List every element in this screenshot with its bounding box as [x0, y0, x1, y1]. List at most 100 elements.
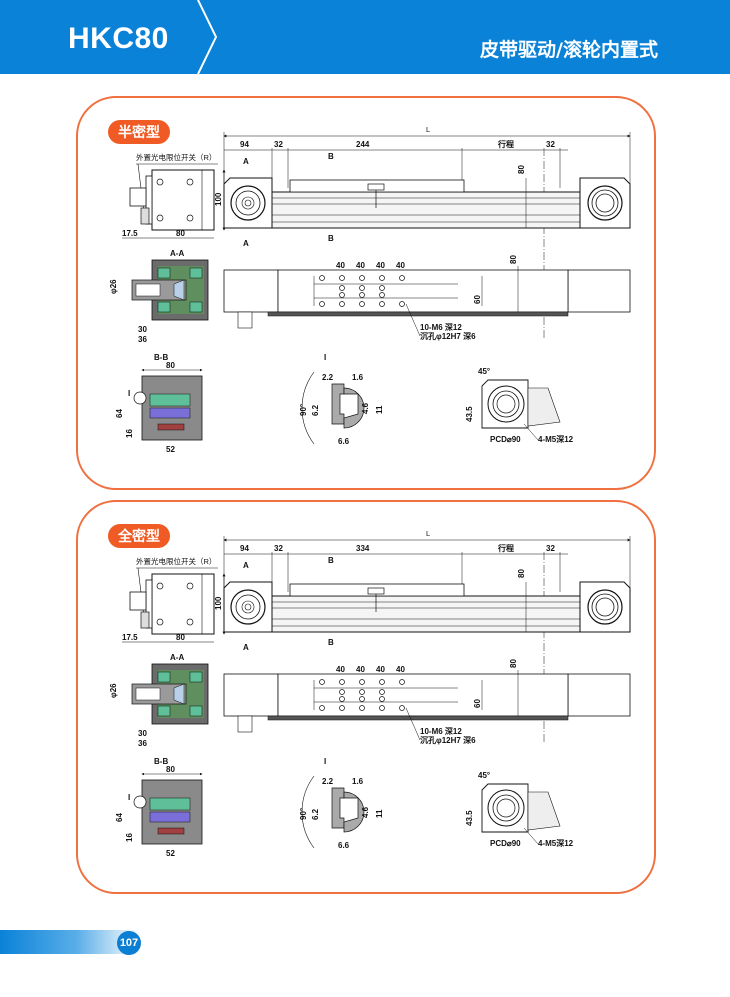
dim-80: 80: [509, 659, 518, 668]
dim-2-2: 2.2: [322, 777, 334, 786]
hole-note-2: 沉孔φ12H7 深6: [420, 331, 476, 341]
dim-height-top: 80: [517, 165, 526, 174]
dim-height: 100: [214, 192, 223, 206]
page-header: HKC80 皮带驱动/滚轮内置式: [0, 0, 730, 74]
dim-1-6: 1.6: [352, 777, 364, 786]
dim-offset: 17.5: [122, 229, 138, 238]
dim-total-length: L: [426, 529, 430, 538]
dim-52: 52: [166, 445, 175, 454]
plan-view: 40 40 40 40 60 80 10-M6 深12 沉孔φ12H7 深6: [223, 659, 631, 745]
dim-4-6: 4.6: [361, 806, 370, 818]
dim-64: 64: [115, 813, 124, 822]
chevron-divider-icon: [197, 0, 218, 74]
mounting-hole: [379, 705, 385, 711]
mounting-hole: [339, 285, 345, 291]
mounting-hole: [379, 696, 385, 702]
mounting-hole: [379, 301, 385, 307]
section-a-marker: A: [243, 561, 249, 570]
detail-ref: I: [128, 389, 130, 398]
drawing-panel-2: 全密型 外置光电限位开关（R） 100: [76, 500, 656, 894]
section-b-marker: B: [328, 234, 334, 243]
mounting-hole: [339, 301, 345, 307]
dim-6-2: 6.2: [311, 808, 320, 820]
side-view: 外置光电限位开关（R） 100 17.5 80: [122, 152, 226, 239]
section-bb: B-B 80 I 64 16 52: [115, 757, 203, 858]
mounting-hole: [399, 679, 405, 685]
dim-pitch: 40: [396, 261, 405, 270]
section-aa-title: A-A: [170, 653, 184, 662]
dim-total-length: L: [426, 125, 430, 134]
dim-36: 36: [138, 335, 147, 344]
dim-4-6: 4.6: [361, 402, 370, 414]
mounting-hole: [319, 679, 325, 685]
dim-width: 80: [166, 765, 175, 774]
mounting-hole: [379, 292, 385, 298]
hole-note-1: 10-M6 深12: [420, 322, 462, 332]
dim-1-6: 1.6: [352, 373, 364, 382]
dim-pcd: PCD⌀90: [490, 435, 521, 444]
dim-gap-left: 32: [274, 544, 283, 553]
panel-type-badge: 全密型: [108, 524, 170, 548]
mounting-hole: [339, 705, 345, 711]
dim-width: 80: [176, 633, 185, 642]
dim-left: 94: [240, 544, 249, 553]
technical-drawing: 外置光电限位开关（R） 100 17.5 80: [109, 125, 631, 454]
flange-view: 45° 43.5 PCD⌀90 4-M5深12: [465, 367, 574, 444]
mounting-hole: [339, 292, 345, 298]
dim-width: 80: [166, 361, 175, 370]
flange-hole-note: 4-M5深12: [538, 434, 574, 444]
dim-pcd: PCD⌀90: [490, 839, 521, 848]
mounting-hole: [319, 275, 325, 281]
section-a-marker: A: [243, 643, 249, 652]
technical-drawing: 外置光电限位开关（R） 100 17.5 80: [109, 529, 631, 858]
top-view: L 94 32 334 行程 32 A A B B: [223, 529, 631, 742]
detail-ref: I: [128, 793, 130, 802]
section-aa: A-A φ26 30 36: [109, 653, 209, 748]
mounting-hole: [379, 689, 385, 695]
dim-52: 52: [166, 849, 175, 858]
mounting-hole: [399, 705, 405, 711]
dim-16: 16: [125, 429, 134, 438]
mounting-hole: [339, 679, 345, 685]
mounting-hole: [379, 275, 385, 281]
detail-i: I 2.2 1.6 90° 6.2 4.6 11 6.6: [299, 353, 384, 446]
dim-pitch: 40: [376, 665, 385, 674]
dim-pitch: 40: [396, 665, 405, 674]
series-title: 皮带驱动/滚轮内置式: [480, 39, 658, 61]
mounting-hole: [319, 301, 325, 307]
mounting-hole: [359, 285, 365, 291]
mounting-hole: [359, 301, 365, 307]
detail-i-title: I: [324, 353, 326, 362]
dim-pitch: 40: [336, 261, 345, 270]
dim-gap-right: 32: [546, 544, 555, 553]
section-bb: B-B 80 I 64 16 52: [115, 353, 203, 454]
dim-60: 60: [473, 295, 482, 304]
dim-stroke: 行程: [497, 543, 514, 553]
panel-type-badge: 半密型: [108, 120, 170, 144]
mounting-hole: [339, 696, 345, 702]
dim-diameter: φ26: [109, 683, 118, 698]
mounting-holes: [319, 679, 405, 711]
mounting-hole: [319, 705, 325, 711]
dim-carriage: 334: [356, 544, 370, 553]
section-b-marker: B: [328, 152, 334, 161]
dim-64: 64: [115, 409, 124, 418]
switch-label: 外置光电限位开关（R）: [136, 556, 216, 566]
mounting-hole: [359, 705, 365, 711]
dim-gap-left: 32: [274, 140, 283, 149]
hole-note-1: 10-M6 深12: [420, 726, 462, 736]
hole-note-2: 沉孔φ12H7 深6: [420, 735, 476, 745]
dim-width: 80: [176, 229, 185, 238]
dim-6-6: 6.6: [338, 437, 350, 446]
dim-height: 100: [214, 596, 223, 610]
dim-carriage: 244: [356, 140, 370, 149]
top-view: L 94 32 244 行程 32 A A B B: [223, 125, 631, 338]
mounting-hole: [399, 275, 405, 281]
detail-i-title: I: [324, 757, 326, 766]
detail-i: I 2.2 1.6 90° 6.2 4.6 11 6.6: [299, 757, 384, 850]
dim-11: 11: [375, 809, 384, 818]
dim-gap-right: 32: [546, 140, 555, 149]
dim-60: 60: [473, 699, 482, 708]
dim-pitch: 40: [376, 261, 385, 270]
mounting-hole: [399, 301, 405, 307]
